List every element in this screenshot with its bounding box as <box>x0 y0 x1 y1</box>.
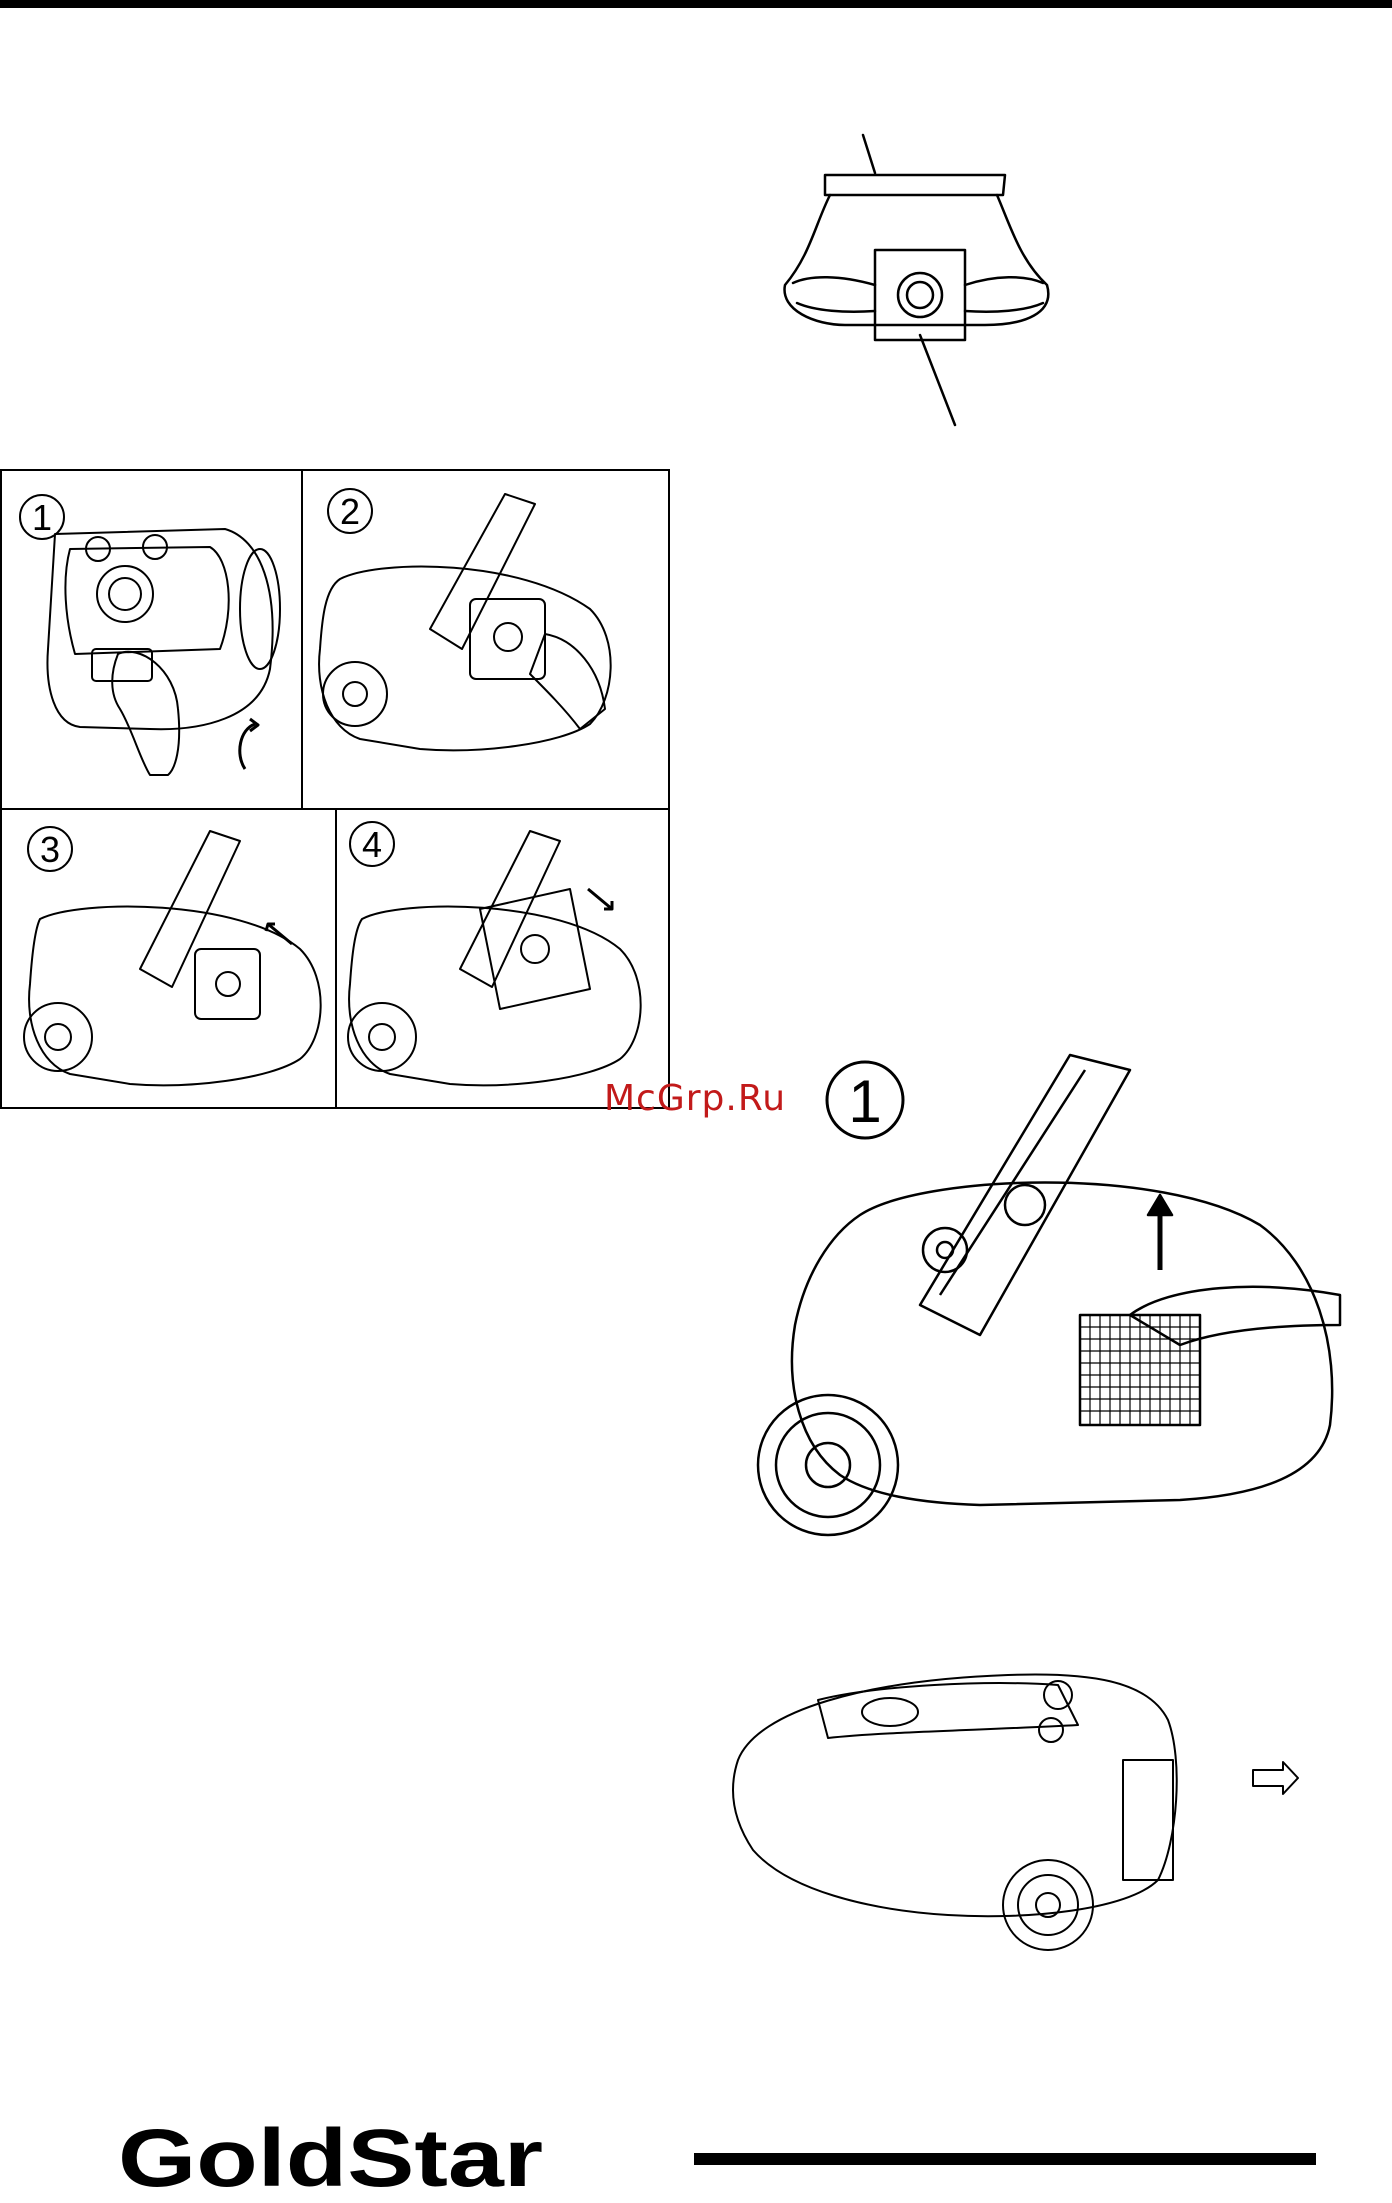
front-wheel <box>323 662 387 726</box>
rear-wheel <box>240 549 280 669</box>
step-panel-2: 2 <box>319 489 611 750</box>
step-panel-1: 1 <box>20 495 280 775</box>
bag-top-leader-line <box>863 135 875 173</box>
large-figure-number: 1 <box>848 1068 881 1135</box>
vacuum-body <box>319 567 611 751</box>
hose-inlet <box>862 1698 918 1726</box>
cord-rewind-button <box>1005 1185 1045 1225</box>
goldstar-logo: GoldStar <box>118 2118 548 2198</box>
step-number-3: 3 <box>40 829 60 870</box>
new-dust-bag <box>480 889 590 1009</box>
open-lid <box>460 831 560 987</box>
vacuum-body-top-view <box>47 529 272 729</box>
bottom-rule <box>694 2153 1316 2165</box>
front-wheel <box>24 1003 92 1071</box>
open-lid <box>920 1055 1130 1335</box>
bag-cardboard-plate <box>875 250 965 340</box>
arrow-right-icon <box>1253 1762 1298 1794</box>
bag-plate-leader-line <box>920 335 955 425</box>
step-panel-3: 3 <box>24 827 321 1085</box>
bag-replacement-steps: 1 2 3 <box>0 469 670 1109</box>
vacuum-body-side <box>733 1674 1177 1916</box>
step-number-1: 1 <box>32 497 52 538</box>
arrow-up-left-icon <box>268 924 292 944</box>
dust-bag-illustration <box>785 135 1060 430</box>
bag-body <box>785 195 1049 325</box>
vacuum-body <box>792 1183 1332 1506</box>
step-number-2: 2 <box>340 491 360 532</box>
front-wheel <box>348 1003 416 1071</box>
step-number-4: 4 <box>362 824 382 865</box>
hose-inlet <box>97 566 153 622</box>
rear-wheel <box>1003 1860 1093 1950</box>
step-panel-4: 4 <box>348 822 641 1085</box>
bag-inlet-ring <box>898 273 942 317</box>
hand <box>530 634 605 729</box>
bag-collar <box>825 175 1005 195</box>
svg-text:GoldStar: GoldStar <box>118 2113 543 2203</box>
arrow-down-right-icon <box>588 889 612 909</box>
filter-removal-illustration: 1 <box>740 1025 1340 1595</box>
hand <box>112 652 179 775</box>
top-rule <box>0 0 1392 8</box>
exhaust-filter-illustration <box>728 1640 1318 1950</box>
open-lid <box>140 831 240 987</box>
dust-bag <box>195 949 260 1019</box>
vacuum-body <box>349 907 641 1086</box>
